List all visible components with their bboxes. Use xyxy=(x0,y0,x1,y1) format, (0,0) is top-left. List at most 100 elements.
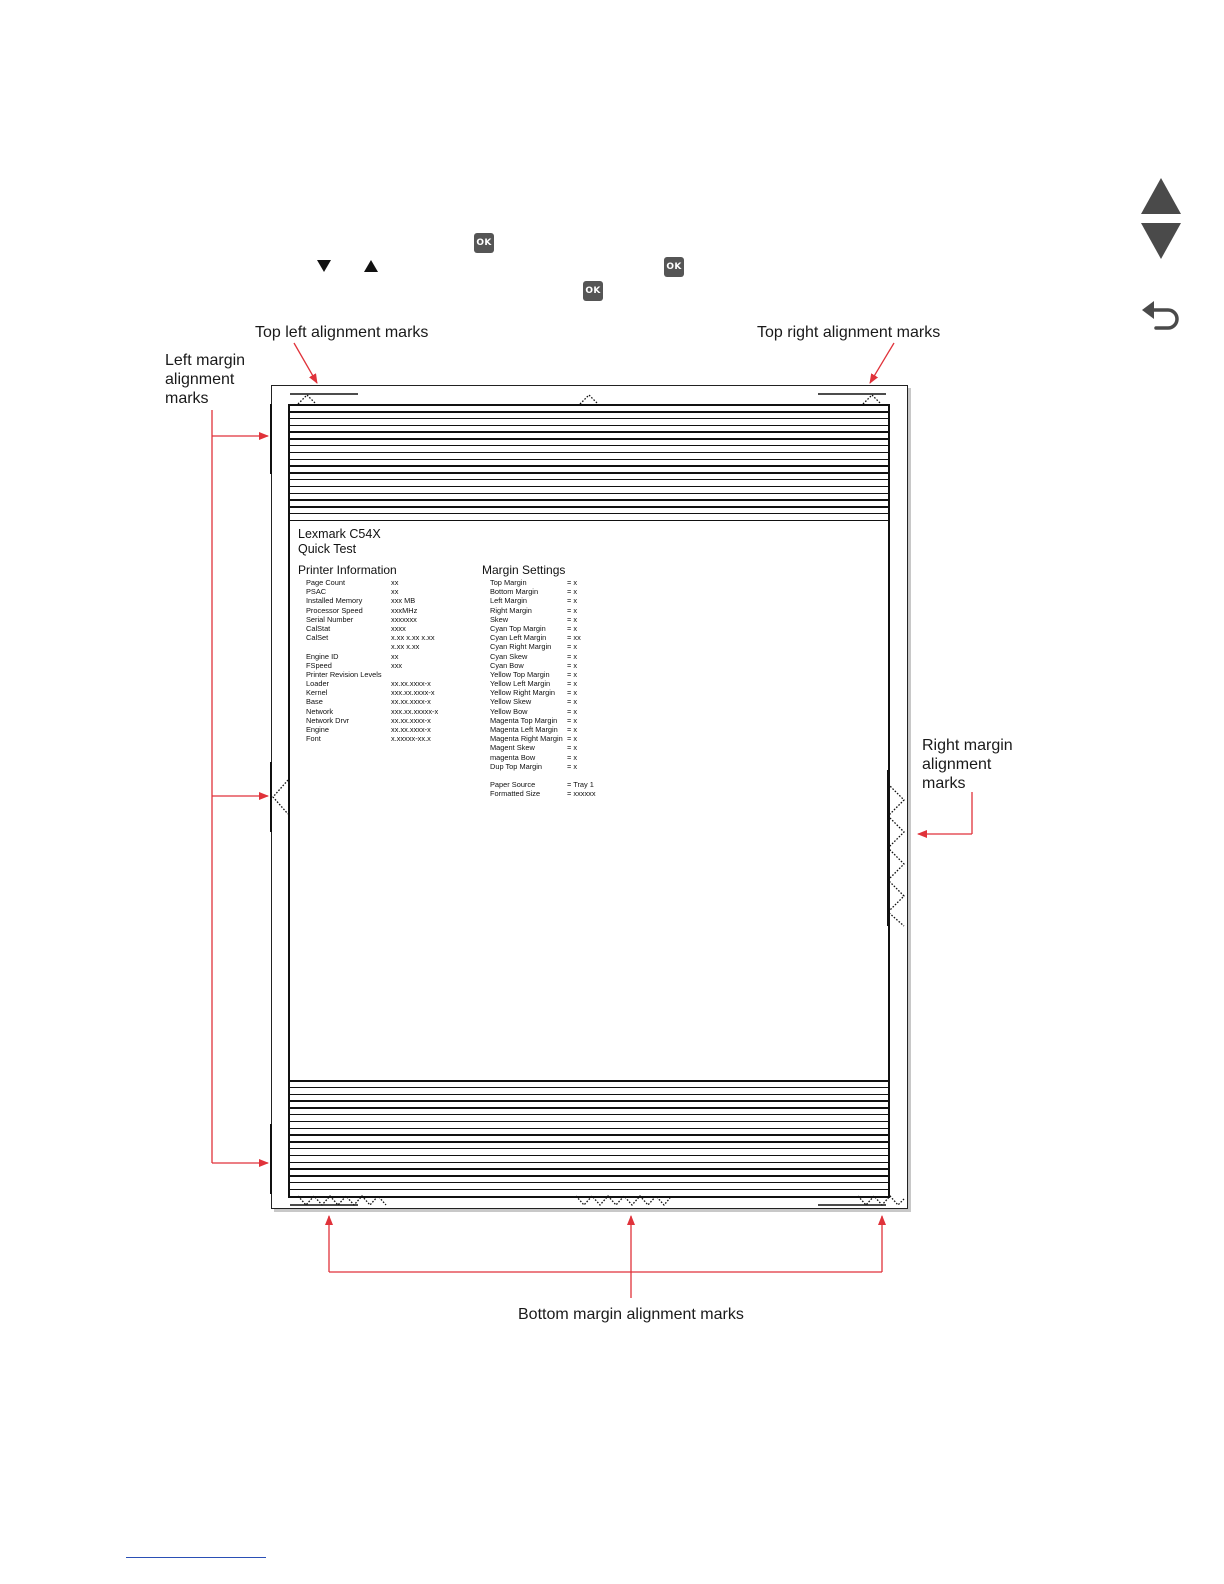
band-line xyxy=(290,1093,888,1096)
row-value: = xxxxxx xyxy=(567,789,596,799)
band-line xyxy=(290,1141,888,1143)
row-label: Yellow Right Margin xyxy=(490,688,556,698)
band-line xyxy=(290,1147,888,1150)
row-label: Bottom Margin xyxy=(490,587,539,597)
footer-link-underline[interactable] xyxy=(126,1557,266,1558)
band-line xyxy=(290,1168,888,1170)
band-line xyxy=(290,519,888,522)
table-row: Magenta Right Margin= x xyxy=(490,734,620,743)
row-label: Yellow Left Margin xyxy=(490,679,551,689)
table-row: Magenta Left Margin= x xyxy=(490,725,620,734)
table-row: PSAC xx xyxy=(306,587,476,596)
back-arrow-icon[interactable] xyxy=(1140,298,1184,334)
up-arrow-icon[interactable] xyxy=(1140,177,1182,215)
row-value: = x xyxy=(567,596,578,606)
row-label: Skew xyxy=(490,614,509,624)
row-label: Network Drvr xyxy=(306,715,350,725)
row-value: = x xyxy=(567,715,578,725)
row-value: x.xx x.xx x.xx xyxy=(391,633,435,643)
row-label: Page Count xyxy=(306,578,346,587)
row-value: xxx.xx.xxxx-x xyxy=(391,688,435,698)
table-row: Network Drvr xx.xx.xxxx-x xyxy=(306,716,476,725)
row-value: = x xyxy=(567,761,578,771)
down-arrow-icon[interactable] xyxy=(1140,222,1182,260)
right-margin-callout-line: Right margin xyxy=(922,737,1013,754)
band-line xyxy=(290,1161,888,1164)
table-row: Printer Revision Levels xyxy=(306,670,476,679)
row-value: xxxxxxx xyxy=(391,614,417,624)
row-label: Dup Top Margin xyxy=(490,761,543,771)
table-row: Dup Top Margin = x xyxy=(490,762,620,771)
row-value: = x xyxy=(567,688,578,698)
band-line xyxy=(290,1175,888,1177)
band-line xyxy=(290,1181,888,1184)
right-margin-callout: Right margin alignment marks xyxy=(922,736,1013,793)
table-row: x.xx x.xx xyxy=(306,642,476,651)
row-value: x.xx x.xx xyxy=(391,642,420,652)
row-label: Cyan Top Margin xyxy=(490,623,546,633)
row-value: = x xyxy=(567,605,578,615)
bottom-center-zigzag-mark xyxy=(575,1195,671,1206)
row-label: magenta Bow xyxy=(490,752,536,762)
top-left-chevron-mark xyxy=(297,394,317,405)
top-center-chevron-mark xyxy=(579,394,599,405)
row-label: Paper Source xyxy=(490,780,536,790)
band-line xyxy=(290,1188,888,1191)
row-value: xxx xyxy=(391,660,403,670)
band-line xyxy=(290,458,888,461)
table-row: Yellow Bow= x xyxy=(490,707,620,716)
row-value: xxx MB xyxy=(391,596,416,606)
row-value: = x xyxy=(567,578,578,587)
row-label: Cyan Right Margin xyxy=(490,642,552,652)
row-label: Base xyxy=(306,697,323,707)
band-line xyxy=(290,499,888,501)
top-right-callout: Top right alignment marks xyxy=(757,324,941,341)
table-row: Skew= x xyxy=(490,615,620,624)
table-row: Right Margin = x xyxy=(490,606,620,615)
row-value: = x xyxy=(567,743,578,753)
band-line xyxy=(290,485,888,488)
table-row: Cyan Left Margin= xx xyxy=(490,633,620,642)
row-value: xx.xx.xxxx-x xyxy=(391,715,431,725)
ok-button-icon: OK xyxy=(664,257,684,277)
row-label: Font xyxy=(306,734,321,744)
row-label: FSpeed xyxy=(306,660,332,670)
ok-button-icon: OK xyxy=(583,281,603,301)
row-label: Right Margin xyxy=(490,605,532,615)
row-label: PSAC xyxy=(306,587,327,597)
row-label: Processor Speed xyxy=(306,605,363,615)
table-row: Cyan Bow= x xyxy=(490,661,620,670)
down-arrow-icon xyxy=(317,260,331,272)
left-margin-chevron-mark xyxy=(272,779,289,815)
row-value: xxxMHz xyxy=(391,605,418,615)
row-value: = x xyxy=(567,697,578,707)
table-row: Cyan Right Margin= x xyxy=(490,642,620,651)
table-row: Yellow Left Margin= x xyxy=(490,679,620,688)
row-value: = x xyxy=(567,752,578,762)
table-row: Cyan Top Margin = x xyxy=(490,624,620,633)
band-line xyxy=(290,444,888,447)
row-value: = x xyxy=(567,706,578,716)
row-label: Engine xyxy=(306,725,330,734)
row-value: = x xyxy=(567,623,578,633)
band-line xyxy=(290,478,888,481)
table-row: Magent Skew= x xyxy=(490,743,620,752)
band-line xyxy=(290,1107,888,1109)
top-right-arrow xyxy=(869,342,895,384)
row-value: xx xyxy=(391,587,399,597)
row-label: Loader xyxy=(306,679,330,689)
row-value: x.xxxxx-xx.x xyxy=(391,734,431,744)
band-line xyxy=(290,472,888,474)
table-row: magenta Bow = x xyxy=(490,753,620,762)
row-label: Network xyxy=(306,706,334,716)
row-value: = x xyxy=(567,660,578,670)
bottom-line-band xyxy=(290,1080,888,1196)
